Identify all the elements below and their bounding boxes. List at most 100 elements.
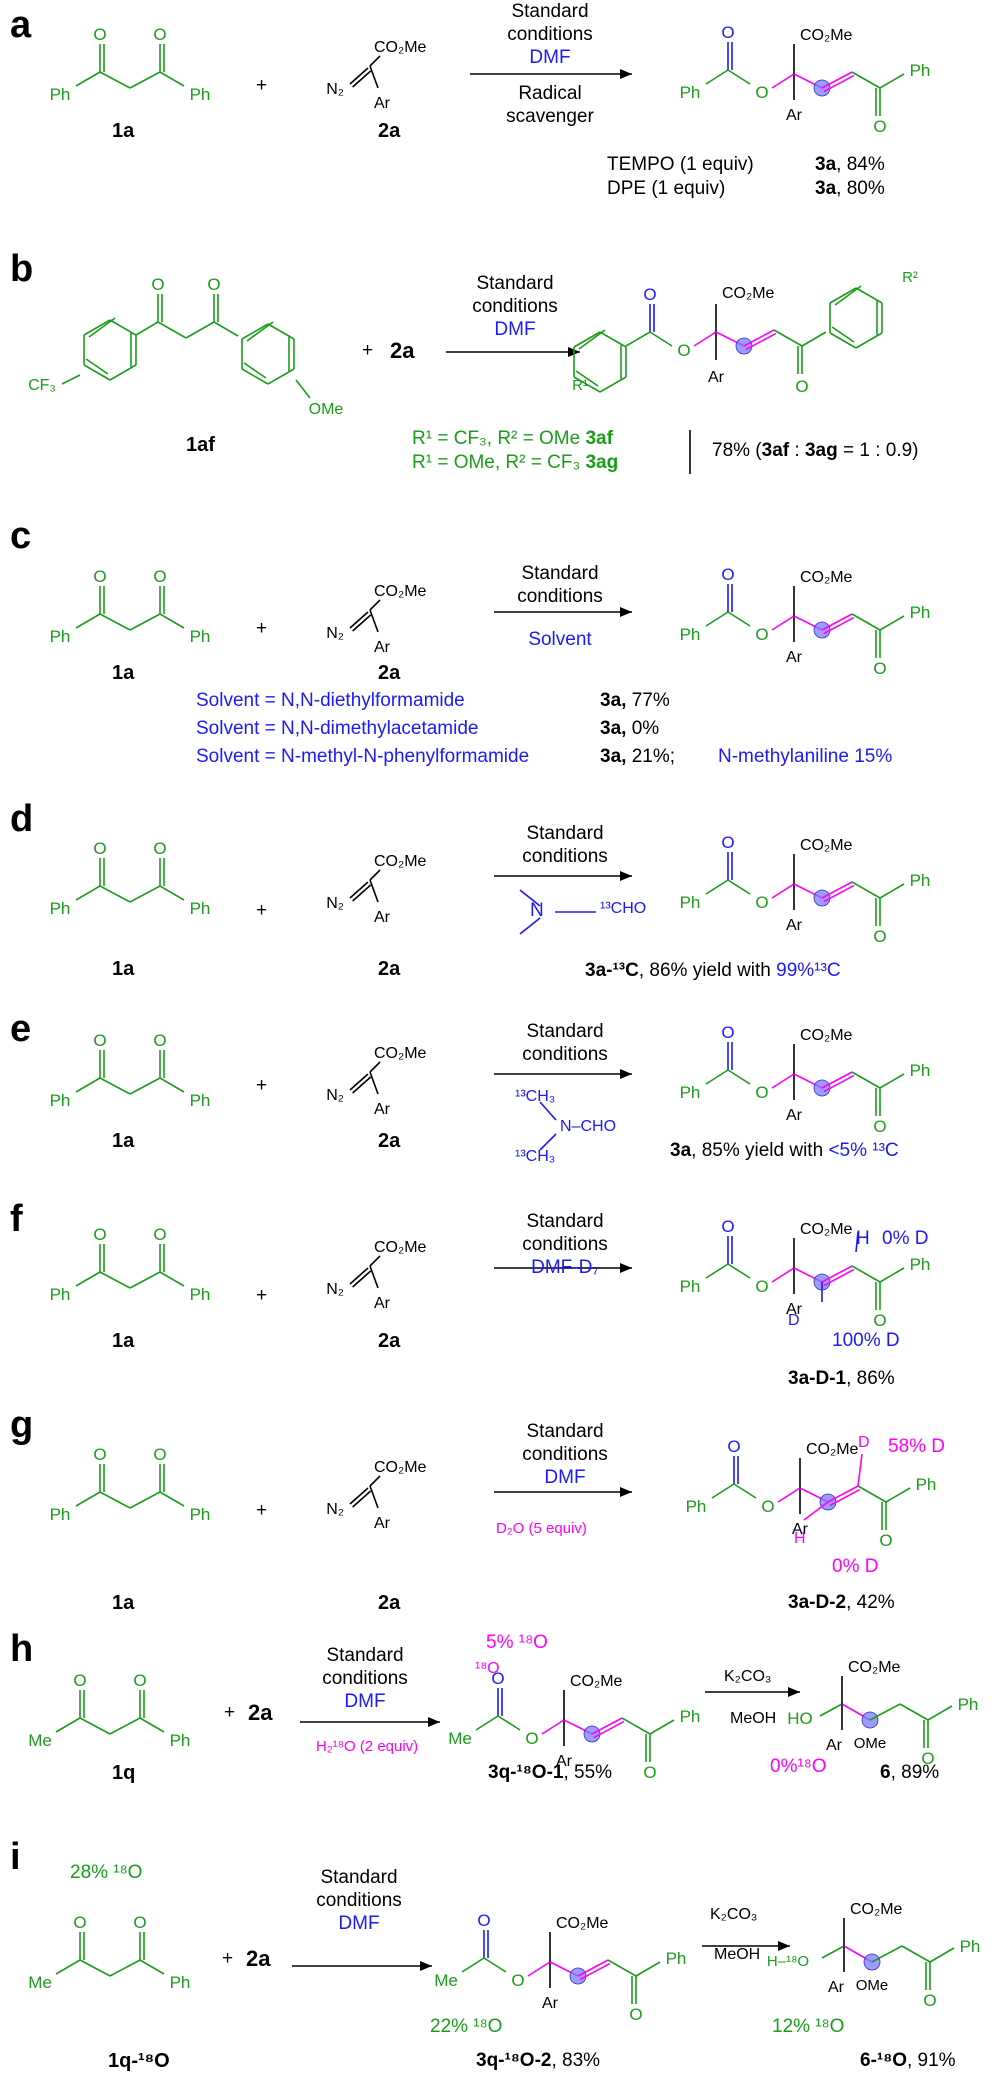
bond (483, 1957, 507, 1973)
aryl-label: Ar (708, 369, 725, 386)
yield-3q-18o-1: , 55% (563, 1762, 613, 1783)
bond (369, 1071, 379, 1095)
phenyl-label: Ph (910, 1061, 931, 1080)
plus-sign: + (256, 900, 268, 921)
cond-d2o: D₂O (5 equiv) (496, 1520, 587, 1537)
product-6: 6 (880, 1762, 891, 1783)
alkene-bond (823, 616, 855, 635)
diazo-bond (349, 611, 369, 629)
bond (801, 331, 827, 347)
arrow-f-head (620, 1263, 632, 1273)
cond-conditions: conditions (517, 586, 603, 607)
diketone-1a-bond (159, 1271, 185, 1287)
r1-label: R¹ (572, 377, 588, 394)
aryl-ring-left (83, 364, 111, 381)
diazo-bond (352, 884, 372, 902)
solvent-3-product: 3a, (600, 746, 627, 767)
plus-sign: + (222, 1948, 234, 1969)
panel-label-e: e (10, 1008, 32, 1050)
aryl-label: Ar (786, 917, 803, 934)
d-label: D (788, 1312, 800, 1329)
aryl-ring-left (109, 319, 137, 336)
bond (461, 1957, 485, 1973)
ome-label: OMe (309, 401, 344, 418)
aryl-ring-product-right (829, 287, 857, 304)
aryl-ring-product-left (575, 370, 599, 387)
r2-label: R² (902, 269, 918, 286)
solvent-line-3: Solvent = N-methyl-N-phenylformamide (196, 746, 530, 767)
bond (369, 879, 379, 903)
aryl-label: Ar (786, 1107, 803, 1124)
dpe-product: 3a (815, 178, 837, 199)
bond (727, 611, 751, 627)
ester-oxygen-label: O (755, 1277, 768, 1296)
aryl-ring-left (85, 358, 109, 375)
bond (369, 609, 379, 633)
oxygen-label: O (921, 1749, 934, 1768)
diketone-1a-bond (75, 1271, 101, 1287)
acyl-group-label: Ph (680, 1277, 701, 1296)
aryl-label: Ar (826, 1737, 843, 1754)
ester-label: CO₂Me (800, 569, 853, 586)
phenyl-label-left: Ph (50, 85, 71, 104)
bond (621, 1717, 651, 1735)
ratio-c: : (789, 440, 805, 461)
phenyl-label: Ph (910, 61, 931, 80)
phenyl-label: Ph (910, 871, 931, 890)
r-line1: R¹ = CF₃, R² = OMe (412, 428, 581, 449)
reagent-n: N (530, 900, 544, 921)
hydroxyl-label: HO (787, 1709, 813, 1728)
methoxy-label: OMe (856, 1977, 889, 1994)
aryl-ring-product-left (599, 331, 627, 348)
phenyl-label-left: Ph (50, 1091, 71, 1110)
bond (879, 883, 905, 899)
bond (733, 1483, 757, 1499)
oxygen-label: O (73, 1671, 86, 1690)
bond (885, 1487, 911, 1503)
alkene-bond (823, 1074, 855, 1093)
arrow-e-head (620, 1069, 632, 1079)
cond-conditions: conditions (522, 1444, 608, 1465)
bond (727, 1263, 751, 1279)
aryl-ring-left (83, 319, 111, 336)
reagent-bond (539, 1133, 557, 1151)
phenyl-label: Ph (680, 1707, 701, 1726)
bond (879, 1073, 905, 1089)
bond (819, 1703, 843, 1717)
alkene-bond (593, 1720, 625, 1739)
plus-sign: + (256, 618, 268, 639)
bond (869, 1703, 901, 1721)
bond (851, 881, 881, 899)
compound-2a: 2a (378, 958, 401, 980)
bond (851, 1265, 881, 1283)
diketone-1a-bond (129, 71, 161, 89)
oxygen-label: O (133, 1913, 146, 1932)
bond (369, 1255, 381, 1267)
ester-label: CO₂Me (850, 1901, 903, 1918)
arrow-i1-head (420, 1961, 432, 1971)
diketone-1a-bond (99, 885, 131, 903)
aryl-label: Ar (542, 1995, 559, 2012)
compound-2a: 2a (378, 1592, 401, 1614)
ester-label: CO₂Me (556, 1915, 609, 1932)
ester-oxygen-label: O (761, 1497, 774, 1516)
aryl-ring-right (246, 321, 274, 342)
bond (879, 1267, 905, 1283)
aryl-ring-product-right (855, 332, 883, 349)
compound-2a: 2a (378, 1330, 401, 1352)
bond-magenta (771, 883, 795, 899)
aryl-ring-right (267, 368, 295, 385)
plus-sign: + (256, 1500, 268, 1521)
ester-oxygen-label: O (677, 341, 690, 360)
phenyl-label: Ph (910, 1255, 931, 1274)
cond-standard: Standard (526, 823, 604, 844)
bond-magenta (693, 331, 717, 347)
cond-dmf: DMF (494, 319, 536, 340)
oxygen-label: O (721, 833, 734, 852)
h-percent: 0% D (832, 1556, 879, 1577)
alkene-bond (823, 1268, 855, 1287)
compound-2a: 2a (378, 120, 401, 142)
ester-label: CO₂Me (374, 1239, 427, 1256)
yield-6: , 89% (890, 1762, 940, 1783)
panel-label-h: h (10, 1628, 34, 1670)
